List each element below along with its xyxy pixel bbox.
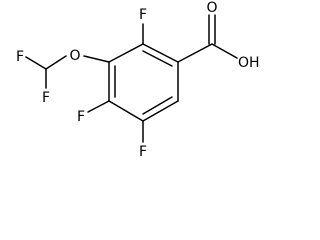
double-bond-c5-c6-inner: [142, 96, 173, 115]
atom-f-ring-c5: F: [139, 144, 147, 160]
atom-f-difluoromethyl-bottom: F: [42, 90, 50, 106]
bond-chf2-f-top: [25, 56, 47, 70]
bond-c5-c6: [142, 100, 179, 122]
bond-carboxyl-oh: [211, 43, 238, 59]
chemical-structure: F F O F F F O OH: [16, 0, 260, 160]
bond-c4-f: [87, 100, 110, 113]
bond-c1-c2: [142, 43, 179, 63]
atom-o-ether: O: [69, 48, 80, 64]
bond-o-chf2: [45, 55, 67, 70]
bond-c2-c3: [108, 43, 144, 63]
bond-c1-carboxyl-carbon: [177, 43, 213, 63]
atom-f-difluoromethyl-top: F: [16, 49, 24, 65]
bond-c3-o: [83, 55, 110, 63]
difluoromethoxy-group: [25, 55, 110, 89]
double-bond-c1-c2-inner: [142, 50, 173, 67]
bond-c4-c5: [108, 100, 144, 122]
benzene-ring: [108, 43, 179, 122]
atom-oh-carboxyl: OH: [238, 55, 260, 71]
atom-f-ring-c4: F: [77, 109, 85, 125]
carboxylic-acid-group: [177, 14, 238, 63]
atom-f-ring-c2: F: [139, 7, 147, 23]
atom-o-carbonyl: O: [206, 0, 217, 16]
